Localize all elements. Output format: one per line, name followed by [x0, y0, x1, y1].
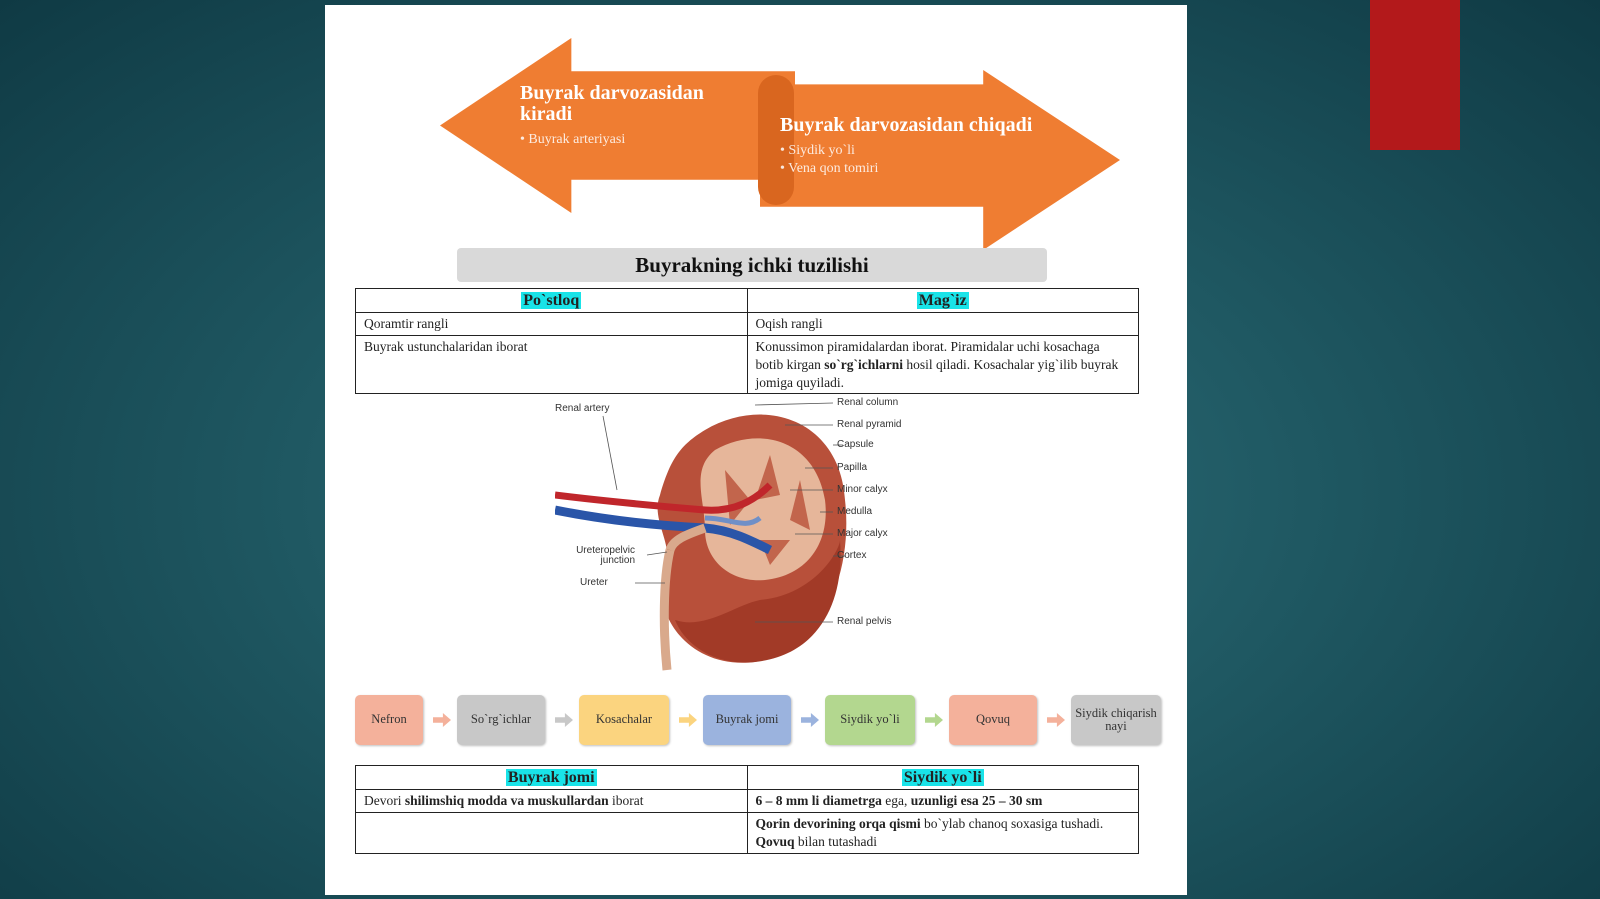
flow-arrow-icon: [925, 713, 943, 727]
flow-step-siydik-chiqarish-nayi: Siydik chiqarish nayi: [1071, 695, 1161, 745]
label-ureteropelvic-junction: Ureteropelvic junction: [576, 545, 635, 566]
flow-step-kosachalar: Kosachalar: [579, 695, 669, 745]
left-arrow-bullet: • Buyrak arteriyasi: [520, 132, 626, 147]
flow-arrow-icon: [801, 713, 819, 727]
table-cell: Buyrak ustunchalaridan iborat: [355, 334, 748, 395]
table-cell: Qoramtir rangli: [355, 312, 748, 336]
left-arrow-text: Buyrak darvozasidan kiradi • Buyrak arte…: [520, 83, 720, 149]
arrow-scroll-curl: [758, 75, 794, 205]
flow-arrow-icon: [433, 713, 451, 727]
table-cell: [355, 811, 748, 854]
table-header: Mag`iz: [746, 287, 1139, 314]
label-papilla: Papilla: [837, 462, 868, 473]
table-header: Siydik yo`li: [746, 764, 1139, 791]
flow-arrow-icon: [679, 713, 697, 727]
label-renal-pyramid: Renal pyramid: [837, 419, 902, 430]
label-minor-calyx: Minor calyx: [837, 484, 888, 495]
red-accent-tab: [1370, 0, 1460, 150]
label-major-calyx: Major calyx: [837, 528, 888, 539]
cortex-medulla-table: Po`stloq Mag`iz Qoramtir rangli Oqish ra…: [355, 287, 1139, 395]
flow-step-buyrak-jomi: Buyrak jomi: [703, 695, 791, 745]
flow-arrow-icon: [1047, 713, 1065, 727]
table-cell: 6 – 8 mm li diametrga ega, uzunligi esa …: [746, 789, 1139, 813]
flow-step-sorgichlar: So`rg`ichlar: [457, 695, 545, 745]
flow-step-siydik-yoli: Siydik yo`li: [825, 695, 915, 745]
pelvis-ureter-table: Buyrak jomi Siydik yo`li Devori shilimsh…: [355, 764, 1139, 854]
flow-arrow-icon: [555, 713, 573, 727]
table-cell: Qorin devorining orqa qismi bo`ylab chan…: [746, 811, 1139, 854]
table-header: Po`stloq: [355, 287, 748, 314]
table-header: Buyrak jomi: [355, 764, 748, 791]
label-capsule: Capsule: [837, 439, 874, 450]
flow-step-nefron: Nefron: [355, 695, 423, 745]
section-title: Buyrakning ichki tuzilishi: [457, 248, 1047, 282]
slide-page: Buyrak darvozasidan kiradi • Buyrak arte…: [325, 5, 1187, 895]
right-arrow-bullets: • Siydik yo`li • Vena qon tomiri: [780, 143, 879, 177]
table-cell: Konussimon piramidalardan iborat. Pirami…: [746, 334, 1139, 395]
kidney-diagram: Renal artery Ureteropelvic junction Uret…: [554, 397, 955, 675]
label-renal-artery: Renal artery: [555, 403, 610, 414]
label-ureter: Ureter: [580, 577, 608, 588]
table-cell: Devori shilimshiq modda va muskullardan …: [355, 789, 748, 813]
urine-flow-chain: Nefron So`rg`ichlar Kosachalar Buyrak jo…: [355, 695, 1165, 747]
label-medulla: Medulla: [837, 506, 873, 517]
label-renal-pelvis: Renal pelvis: [837, 616, 892, 627]
label-cortex: Cortex: [837, 550, 867, 561]
label-renal-column: Renal column: [837, 397, 899, 408]
flow-step-qovuq: Qovuq: [949, 695, 1037, 745]
table-cell: Oqish rangli: [746, 312, 1139, 336]
right-arrow-title: Buyrak darvozasidan chiqadi: [780, 114, 1033, 136]
kidney-illustration: [554, 402, 847, 671]
left-arrow-title: Buyrak darvozasidan kiradi: [520, 82, 704, 125]
right-arrow-text: Buyrak darvozasidan chiqadi • Siydik yo`…: [780, 115, 1040, 178]
